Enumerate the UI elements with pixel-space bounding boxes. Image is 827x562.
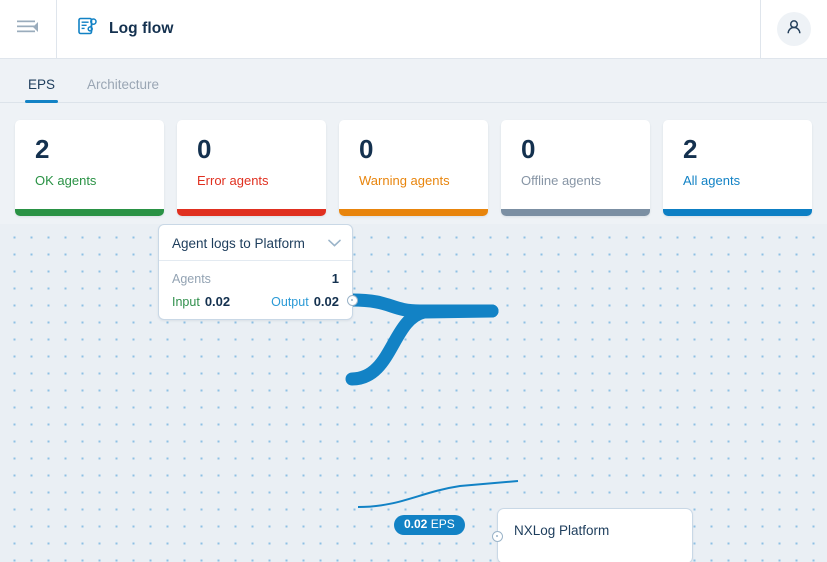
avatar[interactable] xyxy=(777,12,811,46)
node-agents-row: Agents 1 xyxy=(172,268,339,294)
agent-status-cards: 2 OK agents 0 Error agents 0 Warning age… xyxy=(15,120,812,216)
node-body: Agents 1 Input 0.02 Output 0.02 xyxy=(159,261,352,319)
flow-edges xyxy=(345,293,519,508)
user-menu[interactable] xyxy=(761,0,827,58)
log-flow-icon xyxy=(78,17,98,42)
node-title: NXLog Platform xyxy=(514,523,610,538)
stat-card-warning-agents[interactable]: 0 Warning agents xyxy=(339,120,488,216)
node-header[interactable]: Agent logs to Platform xyxy=(159,225,352,261)
flow-node-agent-logs-to-platform[interactable]: Agent logs to Platform Agents 1 Input 0.… xyxy=(158,224,358,320)
tab-eps[interactable]: EPS xyxy=(18,76,65,103)
stat-accent-bar xyxy=(15,209,164,216)
input-label: Input xyxy=(172,295,200,309)
stat-value: 0 xyxy=(197,134,212,164)
node-output-port[interactable] xyxy=(347,295,358,306)
node-input-port[interactable] xyxy=(492,531,503,542)
agents-value: 1 xyxy=(331,271,339,286)
stat-card-error-agents[interactable]: 0 Error agents xyxy=(177,120,326,216)
collapse-sidebar-icon xyxy=(17,20,39,39)
edge-badge-value: 0.02 xyxy=(404,517,428,531)
stat-label: Warning agents xyxy=(359,173,450,189)
stat-value: 0 xyxy=(359,134,374,164)
top-bar: Log flow xyxy=(0,0,827,59)
chevron-down-icon[interactable] xyxy=(328,234,341,252)
tab-eps-label: EPS xyxy=(28,76,56,92)
stat-card-ok-agents[interactable]: 2 OK agents xyxy=(15,120,164,216)
stat-accent-bar xyxy=(339,209,488,216)
node-io-row: Input 0.02 Output 0.02 xyxy=(172,294,339,310)
tab-bar: EPS Architecture xyxy=(0,59,827,103)
stat-label: All agents xyxy=(683,173,741,189)
stat-value: 2 xyxy=(683,134,698,164)
stat-accent-bar xyxy=(177,209,326,216)
flow-canvas[interactable]: Agent logs to Platform Agents 1 Input 0.… xyxy=(0,224,827,562)
tab-architecture-label: Architecture xyxy=(87,76,160,92)
collapse-sidebar-button[interactable] xyxy=(0,0,57,58)
flow-node-nxlog-platform[interactable]: NXLog Platform xyxy=(492,508,693,562)
stat-accent-bar xyxy=(501,209,650,216)
stat-value: 0 xyxy=(521,134,536,164)
stat-card-offline-agents[interactable]: 0 Offline agents xyxy=(501,120,650,216)
output-value: 0.02 xyxy=(313,294,339,309)
agents-label: Agents xyxy=(172,272,211,286)
stat-card-all-agents[interactable]: 2 All agents xyxy=(663,120,812,216)
stat-accent-bar xyxy=(663,209,812,216)
user-avatar-icon xyxy=(785,18,803,41)
tab-architecture[interactable]: Architecture xyxy=(77,76,169,103)
output-label: Output xyxy=(271,295,309,309)
stat-value: 2 xyxy=(35,134,50,164)
input-value: 0.02 xyxy=(204,294,231,309)
stat-label: Offline agents xyxy=(521,173,601,189)
page-title: Log flow xyxy=(109,20,174,37)
edge-badge-unit: EPS xyxy=(430,517,455,531)
stat-label: OK agents xyxy=(35,173,97,189)
edge-badge-eps-1[interactable]: 0.02 EPS xyxy=(394,515,465,536)
node-title: Agent logs to Platform xyxy=(172,235,305,251)
page-title-group: Log flow xyxy=(57,0,761,58)
stat-label: Error agents xyxy=(197,173,269,189)
